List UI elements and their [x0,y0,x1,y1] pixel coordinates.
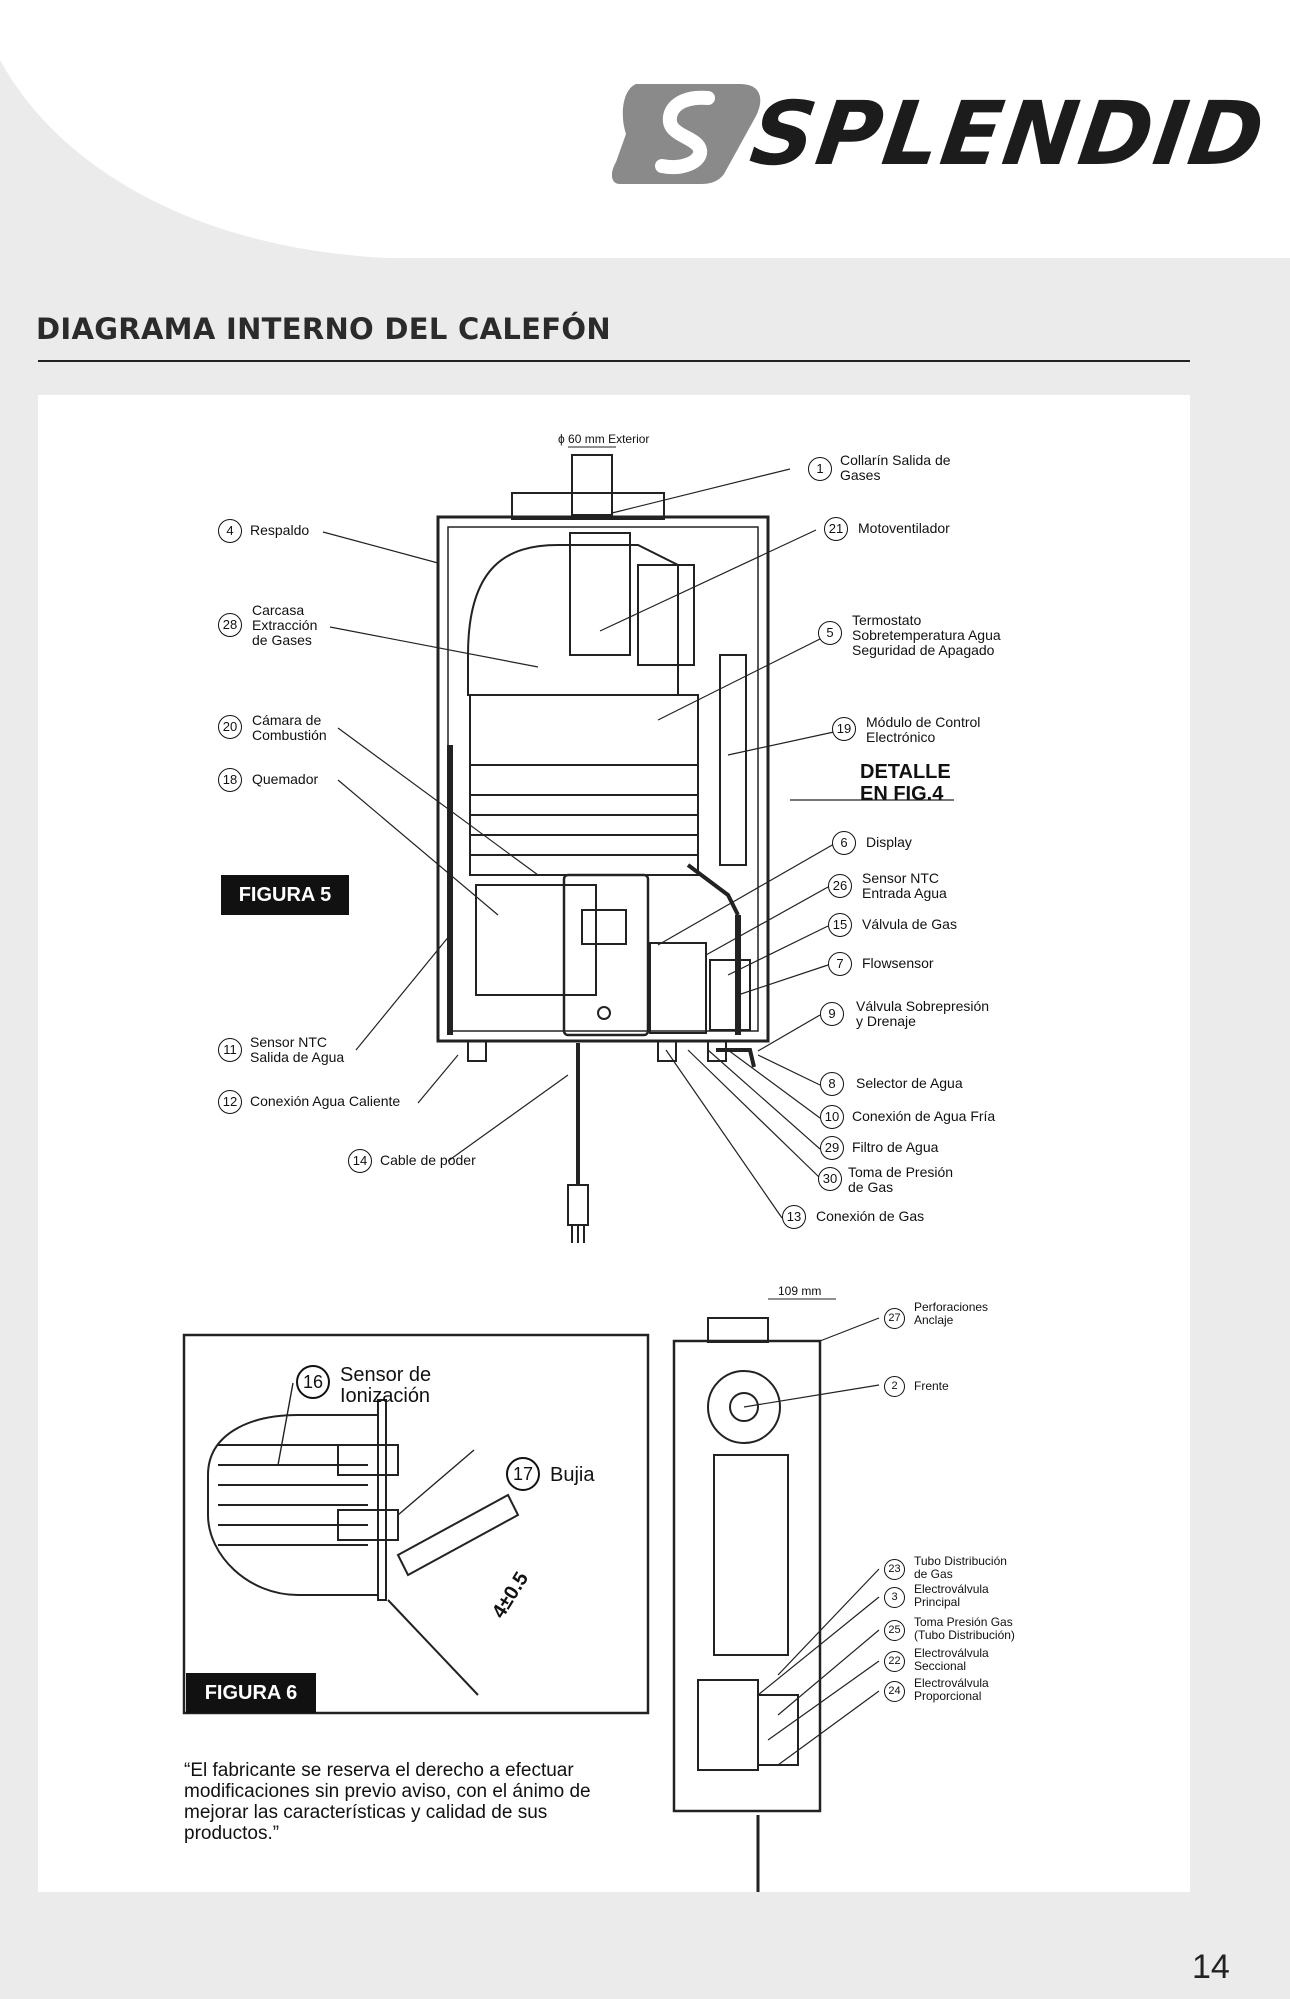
part-number: 17 [506,1457,540,1491]
part-number: 8 [820,1072,844,1096]
part-label: Motoventilador [858,520,950,536]
part-label: Filtro de Agua [852,1139,939,1155]
part-number: 25 [884,1620,905,1641]
part-label: Tubo Distribución de Gas [914,1554,1007,1581]
part-number: 15 [828,913,852,937]
part-label: Collarín Salida de Gases [840,452,951,483]
title-divider [38,360,1190,362]
top-diameter-label: ϕ 60 mm Exterior [558,432,650,446]
part-number: 21 [824,517,848,541]
brand-name: SPLENDID [744,82,1272,185]
part-number: 13 [782,1205,806,1229]
part-number: 27 [884,1308,905,1329]
part-label: Toma de Presión de Gas [848,1164,954,1195]
part-number: 24 [884,1681,905,1702]
part-label: Sensor NTC Entrada Agua [862,870,947,901]
part-number: 9 [820,1002,844,1026]
part-label: Flowsensor [862,955,934,971]
part-label: Conexión de Agua Fría [852,1108,996,1124]
part-number: 2 [884,1376,905,1397]
part-label: Electroválvula Proporcional [914,1676,989,1703]
part-label: Cable de poder [380,1152,476,1168]
part-label: Perforaciones Anclaje [914,1300,989,1327]
part-number: 14 [348,1149,372,1173]
part-number: 12 [218,1090,242,1114]
part-number: 4 [218,519,242,543]
part-label: Termostato Sobretemperatura Agua Segurid… [852,612,1001,658]
part-number: 28 [218,613,242,637]
part-label: Válvula Sobrepresión y Drenaje [856,998,990,1029]
section-title: DIAGRAMA INTERNO DEL CALEFÓN [36,312,611,346]
part-label: Sensor de Ionización [340,1364,432,1407]
part-number: 26 [828,874,852,898]
part-number: 7 [828,952,852,976]
side-width-label: 109 mm [778,1284,822,1298]
part-number: 19 [832,717,856,741]
diagram-drawing [182,446,954,1892]
part-number: 23 [884,1559,905,1580]
part-label: Cámara de Combustión [252,712,327,743]
figure6-badge: FIGURA 6 [186,1673,316,1713]
part-number: 18 [218,768,242,792]
part-number: 1 [808,457,832,481]
part-number: 29 [820,1136,844,1160]
part-label: Display [866,834,912,850]
part-label: Quemador [252,771,319,787]
figure5-badge: FIGURA 5 [221,875,349,915]
part-number: 22 [884,1651,905,1672]
page-number: 14 [1192,1948,1230,1986]
part-label: Módulo de Control Electrónico [866,714,981,745]
part-label: Frente [914,1379,949,1393]
part-label: Selector de Agua [856,1075,963,1091]
part-label: Conexión Agua Caliente [250,1093,401,1109]
part-label: Válvula de Gas [862,916,957,932]
part-label: Respaldo [250,522,310,538]
part-number: 6 [832,831,856,855]
part-label: Carcasa Extracción de Gases [252,602,318,648]
part-number: 16 [296,1365,330,1399]
part-label: Sensor NTC Salida de Agua [250,1034,345,1065]
part-label: Conexión de Gas [816,1208,925,1224]
part-number: 5 [818,621,842,645]
part-number: 11 [218,1038,242,1062]
detail-note: DETALLE EN FIG.4 [860,761,951,805]
splendid-logo-icon [612,84,761,184]
part-label: Toma Presión Gas (Tubo Distribución) [914,1615,1015,1642]
part-label: Electroválvula Seccional [914,1646,989,1673]
diagram-panel: ϕ 60 mm Exterior 109 mm 4±0.5 FIGURA 5 D… [38,395,1190,1892]
part-number: 20 [218,715,242,739]
part-label: Electroválvula Principal [914,1582,989,1609]
part-number: 3 [884,1587,905,1608]
part-number: 10 [820,1105,844,1129]
part-label: Bujia [550,1464,595,1486]
disclaimer-text: “El fabricante se reserva el derecho a e… [184,1760,591,1844]
part-number: 30 [818,1167,842,1191]
